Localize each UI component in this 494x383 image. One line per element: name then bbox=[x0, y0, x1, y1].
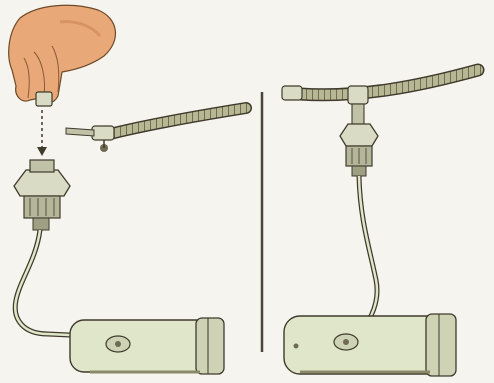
hose-assembly bbox=[65, 102, 252, 152]
hand-icon bbox=[8, 4, 117, 107]
installed-hose bbox=[281, 63, 485, 105]
fuel-filter-housing bbox=[13, 159, 71, 231]
fuel-tube bbox=[12, 229, 91, 339]
installed-pump-body bbox=[283, 313, 457, 377]
left-panel bbox=[8, 4, 252, 375]
fuel-pump-body bbox=[69, 317, 225, 375]
direction-arrow-icon bbox=[37, 110, 47, 156]
right-panel bbox=[281, 63, 485, 377]
installed-filter bbox=[339, 103, 379, 177]
installed-tube bbox=[354, 175, 380, 340]
